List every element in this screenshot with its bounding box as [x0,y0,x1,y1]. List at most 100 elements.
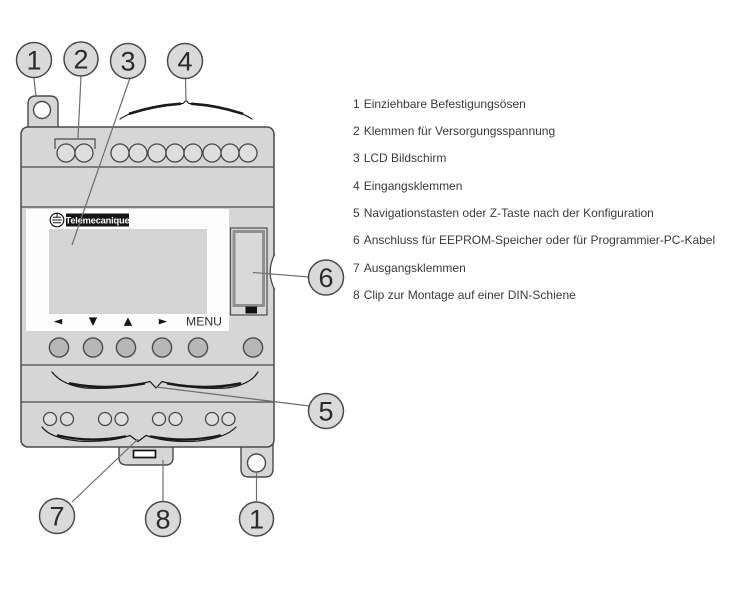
legend-label: Eingangsklemmen [363,178,463,193]
legend-item: 3 LCD Bildschirm [353,145,715,172]
callout-circle [15,41,53,79]
edge-notch-arc [269,253,276,291]
output-terminal [42,411,58,427]
callout-6: 6 [307,259,345,296]
output-terminal [114,411,129,427]
nav-brace-swell [166,382,242,389]
nav-button [151,337,173,358]
input-brace-swell [128,102,182,115]
nav-button [48,337,70,358]
output-terminal [168,411,183,427]
mounting-hole-top [32,100,52,120]
mounting-hole-bottom [246,453,267,473]
legend-ref: 8 [353,287,360,302]
callout-badges: 1 2 3 4 6 5 7 [15,41,345,538]
menu-button [242,337,264,358]
legend-label: Anschluss für EEPROM-Speicher oder für P… [363,233,716,248]
output-terminal [151,411,167,427]
legend-label: Navigationstasten oder Z-Taste nach der … [363,205,654,220]
callout-line-7 [71,438,139,503]
input-brace-swell [190,102,244,115]
device-section-lines [21,166,274,403]
input-brace [119,99,253,120]
callout-circle [238,501,275,537]
callout-number: 2 [73,45,88,75]
legend-label: Klemmen für Versorgungsspannung [363,123,556,138]
callout-lines [33,76,310,503]
brand-logo-icon-lines [52,213,62,224]
eeprom-slot [229,227,268,316]
callout-number: 1 [26,46,41,76]
callout-number: 4 [177,47,192,77]
input-terminal [128,143,148,163]
legend-ref: 3 [353,151,360,166]
legend-ref: 5 [353,205,360,220]
callout-circle [307,392,345,430]
callout-line-6 [252,271,310,278]
output-brace-swell [56,434,127,441]
input-terminal [147,143,167,163]
legend: 1 Einziehbare Befestigungsösen 2 Klemmen… [353,90,715,309]
brand-logo: Telemecanique [49,212,130,228]
legend-label: Ausgangsklemmen [363,260,466,275]
legend-ref: 1 [353,96,360,111]
callout-circle [63,41,99,77]
input-terminal [110,143,130,163]
callout-3: 3 [109,42,147,80]
nav-brace-path [51,371,259,389]
input-terminals [110,143,258,163]
callout-circle [307,259,345,296]
input-terminal [165,143,185,163]
nav-arrow-left-icon: ◄ [54,315,63,328]
legend-ref: 2 [353,123,360,138]
nav-symbols: ◄ ▼ ▲ ► MENU [54,315,222,329]
callout-number: 8 [155,505,170,535]
callout-circle [166,42,204,80]
callout-circle [144,500,182,538]
mounting-lug-bottom [240,443,274,478]
legend-label: Clip zur Montage auf einer DIN-Schiene [363,287,576,302]
power-terminals [54,138,96,163]
nav-buttons [48,337,264,358]
output-terminal [204,411,220,427]
callout-number: 3 [120,47,135,77]
callout-5: 5 [307,392,345,430]
callout-8: 8 [144,500,182,538]
nav-brace-swell [68,382,146,389]
power-terminal [74,143,94,163]
legend-ref: 6 [353,233,360,248]
legend-item: 4 Eingangsklemmen [353,172,715,199]
edge-notch [269,253,277,291]
device-diagram: Telemecanique ◄ ▼ ▲ ► MENU [15,41,345,538]
brand-name: Telemecanique [66,215,130,225]
callout-circle [109,42,147,80]
eeprom-slot-frame [232,230,265,307]
output-terminals [42,411,236,427]
output-terminal [59,411,75,427]
din-clip [118,443,174,466]
eeprom-slot-mark [245,306,257,314]
callout-line-3 [71,77,131,246]
nav-brace [51,371,259,389]
callout-number: 1 [249,505,264,535]
callout-number: 7 [49,502,64,532]
legend-item: 1 Einziehbare Befestigungsösen [353,90,715,117]
input-terminal [220,143,240,163]
callout-4: 4 [166,42,204,80]
legend-item: 8 Clip zur Montage auf einer DIN-Schiene [353,281,715,308]
input-terminal [202,143,222,163]
nav-button [187,337,209,358]
lcd-screen [49,229,207,314]
callout-2: 2 [63,41,99,77]
legend-ref: 4 [353,178,360,193]
menu-label: MENU [186,315,222,329]
callout-line-5 [155,386,310,407]
output-terminal [221,411,236,427]
callout-1-top: 1 [15,41,53,79]
nav-arrow-right-icon: ► [159,315,168,328]
power-terminal [56,143,76,163]
output-terminal [97,411,113,427]
power-terminal-bracket [54,138,96,149]
legend-item: 5 Navigationstasten oder Z-Taste nach de… [353,199,715,226]
